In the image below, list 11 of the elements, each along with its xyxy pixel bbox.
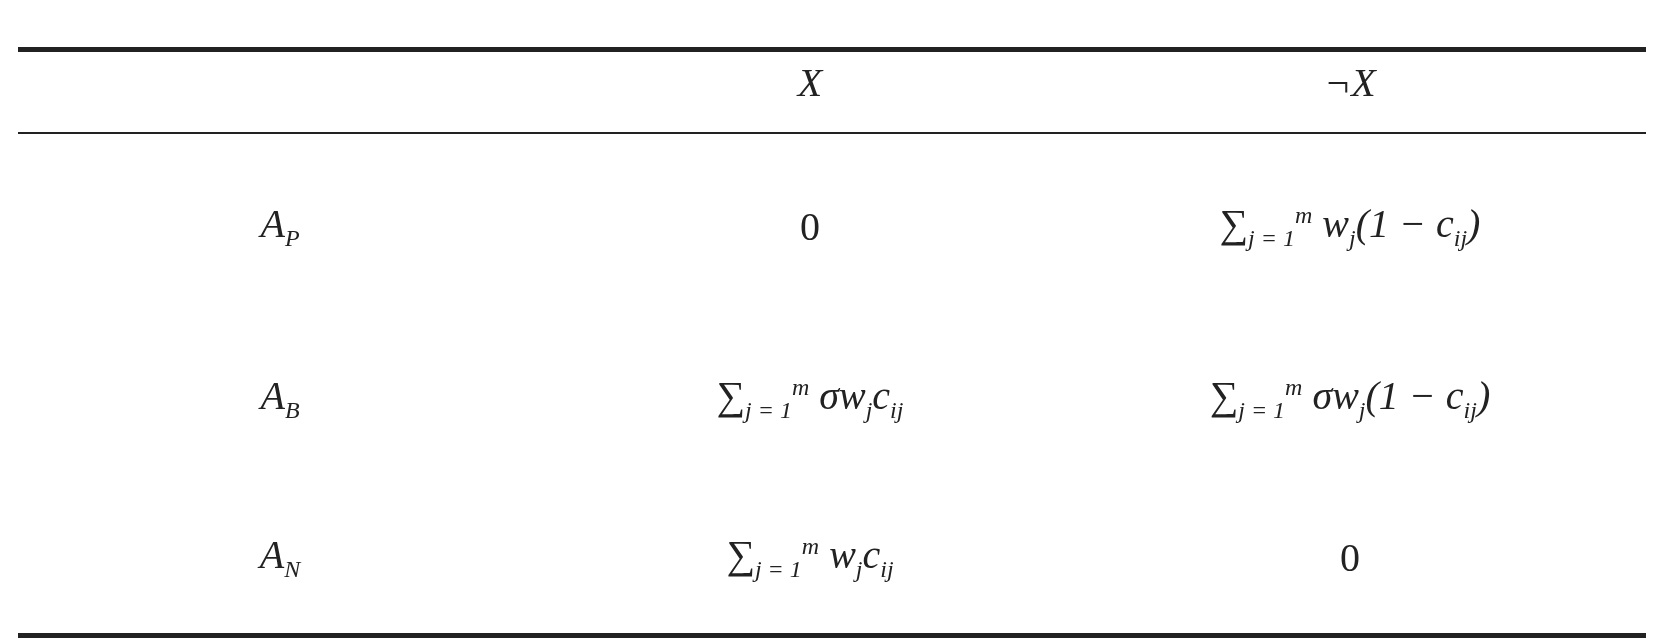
column-header: X	[797, 58, 823, 106]
row-header: A$_{P}$	[260, 200, 300, 252]
formula: ∑$_{j = 1}$$^{m}$ w$_{j}$c$_{ij}$	[726, 531, 894, 583]
cell-value: 0	[800, 202, 820, 250]
column-header: ¬X	[1324, 58, 1376, 106]
row-header: A$_{B}$	[260, 372, 300, 424]
row-header: A$_{N}$	[259, 531, 301, 583]
formula: ∑$_{j = 1}$$^{m}$ σw$_{j}$c$_{ij}$	[716, 372, 904, 424]
formula: ∑$_{j = 1}$$^{m}$ σw$_{j}$(1 − c$_{ij}$)	[1209, 372, 1491, 424]
cell-value: 0	[1340, 533, 1360, 581]
formula: ∑$_{j = 1}$$^{m}$ w$_{j}$(1 − c$_{ij}$)	[1219, 200, 1481, 252]
